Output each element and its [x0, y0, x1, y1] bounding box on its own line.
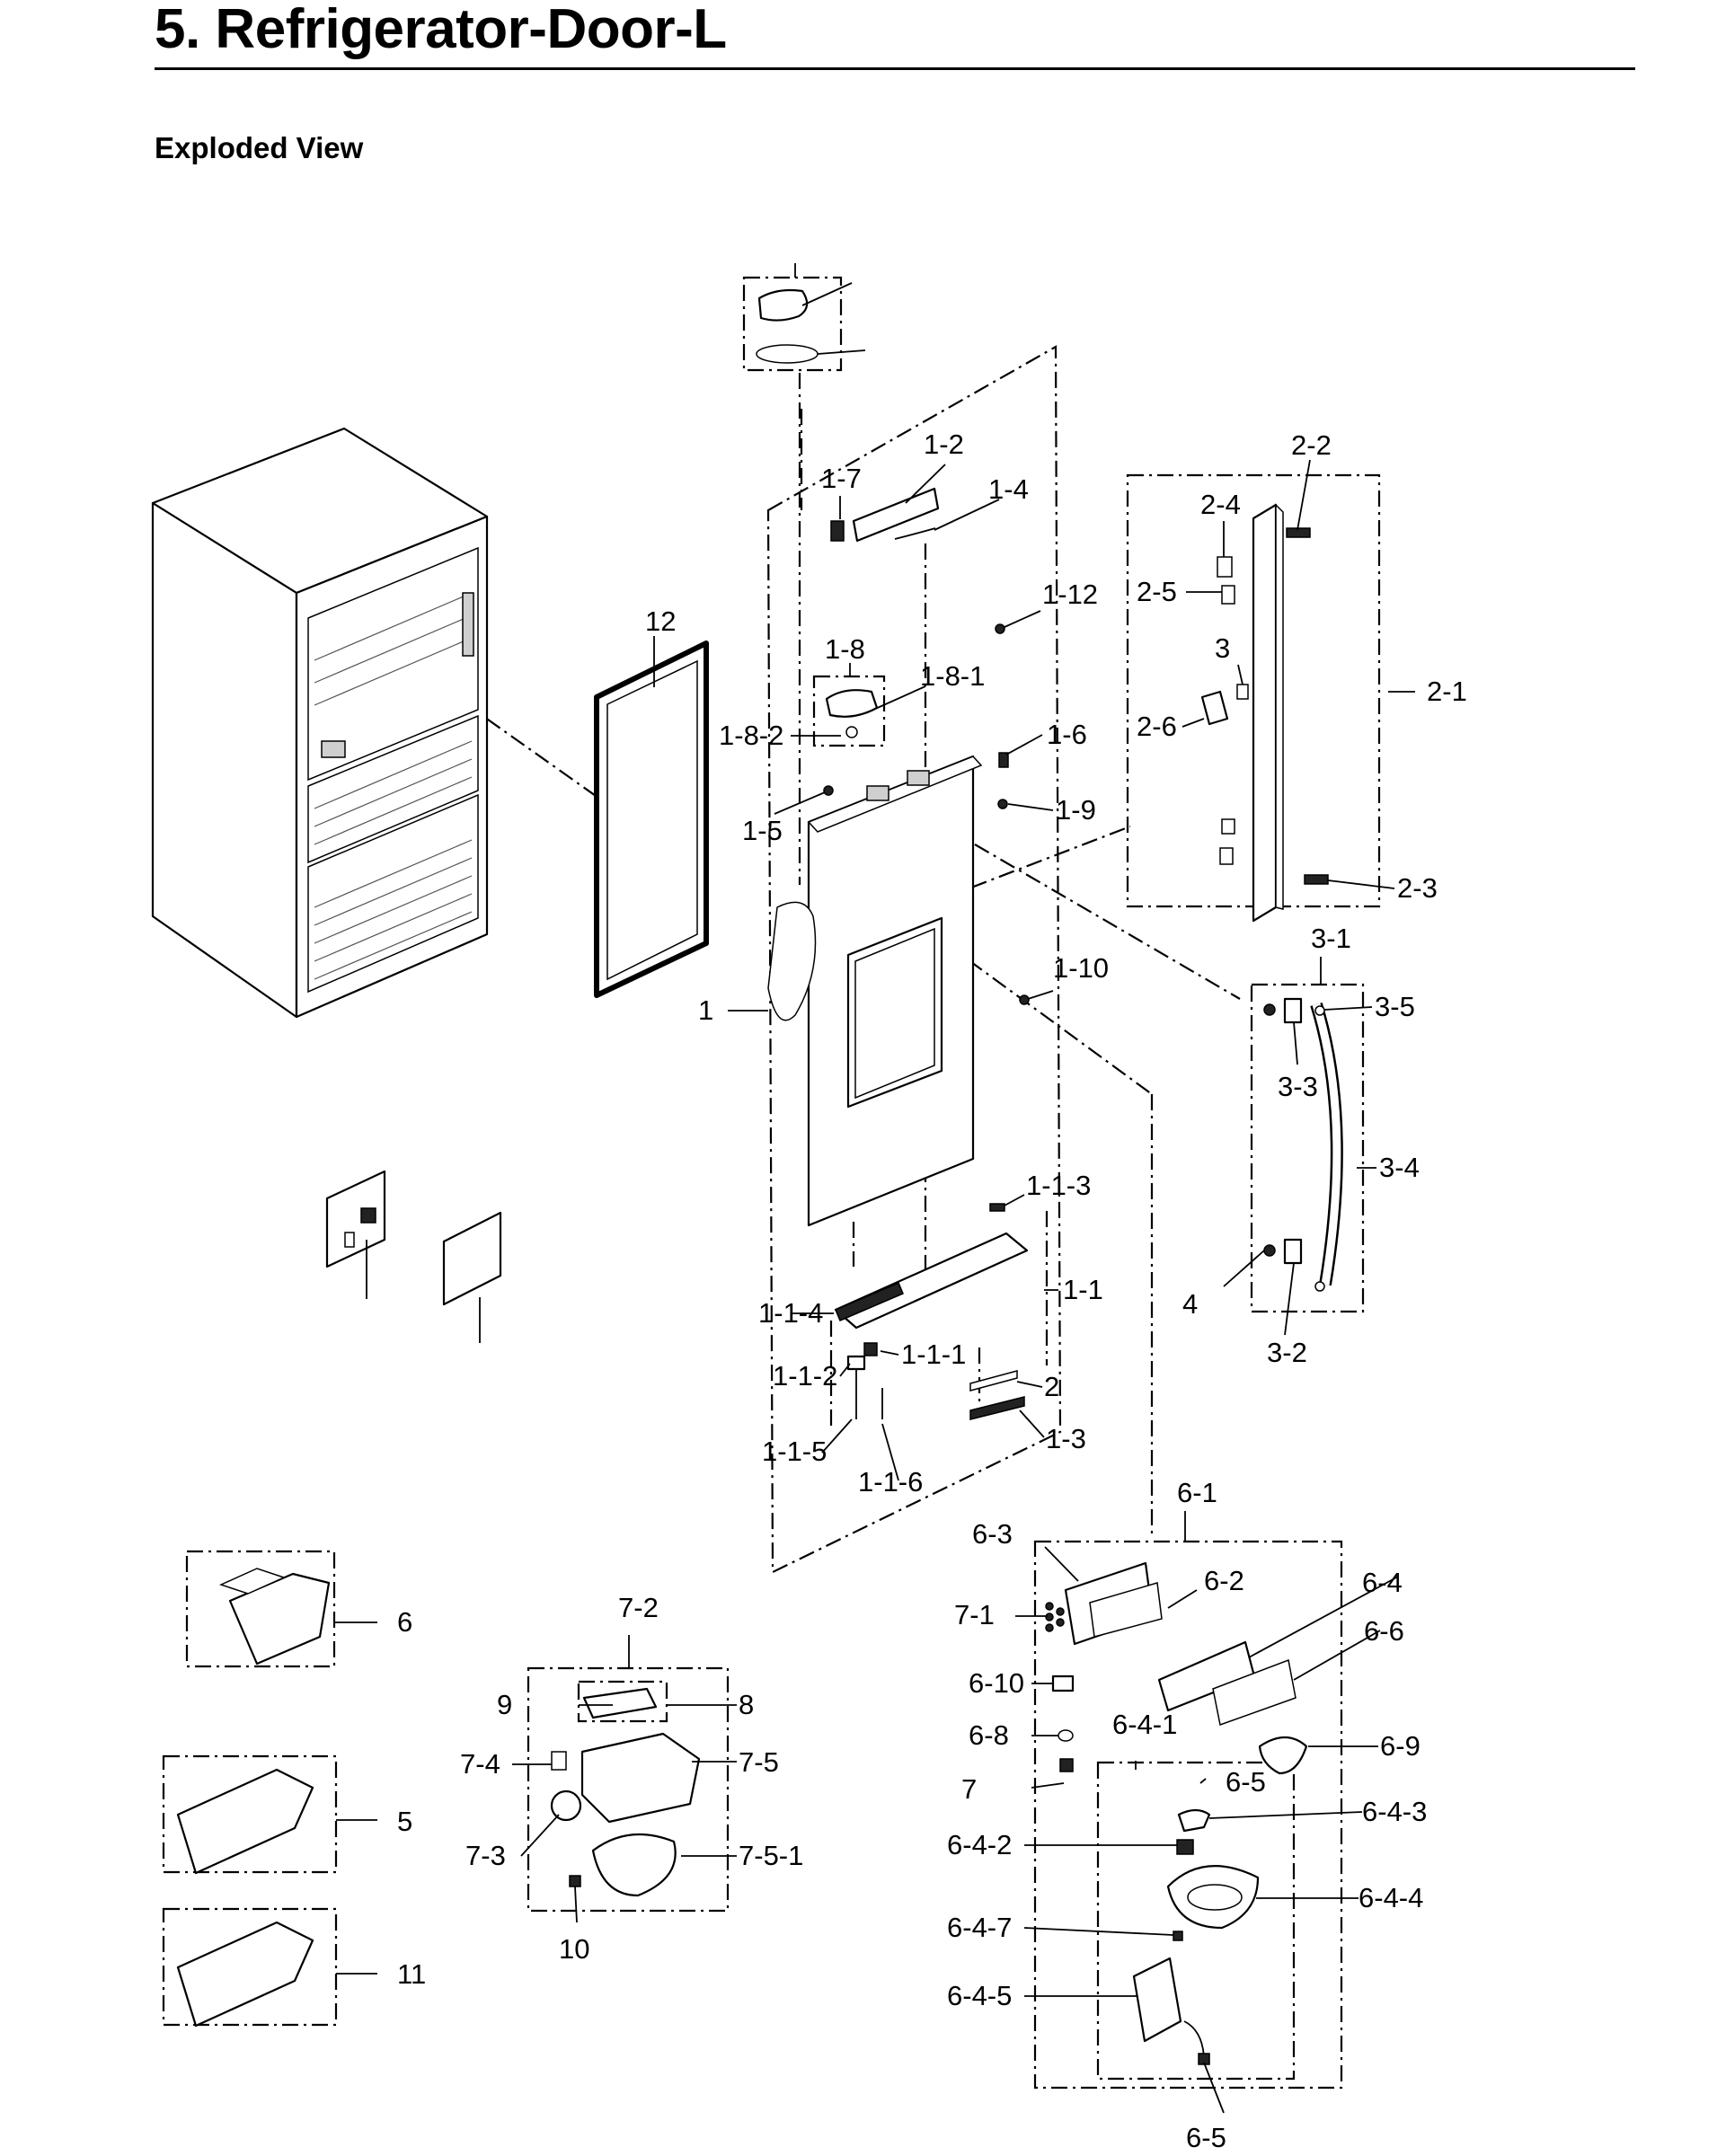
label-7-5: 8	[739, 1689, 754, 1720]
label-9: 12	[645, 605, 676, 637]
label-6-3: 6-4	[1362, 1567, 1403, 1598]
label-6-9: 7	[961, 1773, 977, 1805]
label-6-4-1: 6-4-2	[947, 1829, 1012, 1860]
label-1: 1	[698, 994, 713, 1026]
door-assembly	[767, 755, 983, 1227]
label-7-5-1: 9	[497, 1689, 512, 1720]
label-1-11: 1-12	[1042, 579, 1098, 610]
door-gasket	[594, 641, 709, 998]
label-1-7: 1-6	[1047, 719, 1087, 750]
part-labels: 12 1-2 1-7 1-4 1-12 1-8 1-8-1 1-8-2 1-8 …	[397, 429, 1467, 2153]
label-6-8: 6-10	[969, 1667, 1024, 1699]
label-1-1-5: 1-1-5	[762, 1436, 827, 1467]
label-7-6: 10	[559, 1933, 589, 1965]
label-3-1: 3-2	[1267, 1337, 1307, 1368]
label-1-1-4: 1-1-4	[758, 1297, 823, 1329]
label-6-1: 6-2	[1204, 1565, 1244, 1596]
label-7: 7-2	[618, 1592, 659, 1623]
screws	[823, 623, 1030, 1005]
label-5: 6	[397, 1606, 412, 1638]
door-bins	[176, 1568, 331, 2028]
label-7-3: 7-5	[739, 1746, 779, 1778]
label-1-3: 1-3	[1046, 1423, 1086, 1454]
label-6-4-4: 6-4-5	[947, 1980, 1012, 2011]
label-2-2: 2-3	[1397, 872, 1438, 904]
top-hinge-bracket	[852, 487, 940, 543]
label-6-2: 6-3	[972, 1518, 1013, 1550]
door-handle	[1263, 997, 1343, 1292]
page-title: 5. Refrigerator-Door-L	[155, 0, 727, 60]
label-1-10: 1-10	[1053, 952, 1109, 984]
label-4: 5	[397, 1806, 412, 1837]
hinge-wire	[894, 527, 936, 540]
ice-maker-assembly	[550, 1687, 701, 1897]
label-6-5: 6-6	[1364, 1615, 1404, 1647]
label-1-1: 1-1	[1063, 1274, 1103, 1305]
door-hinge	[825, 689, 879, 718]
label-3-3: 3-4	[1379, 1152, 1420, 1183]
dispenser-bar	[969, 1396, 1025, 1420]
label-2-5: 2-6	[1137, 711, 1177, 742]
dispenser-lever	[846, 1355, 866, 1419]
label-6-4-3: 6-4-4	[1359, 1882, 1423, 1913]
label-8: 11	[397, 1958, 426, 1990]
label-2-4: 2-5	[1137, 576, 1177, 607]
label-6-4: 6-4-1	[1112, 1709, 1177, 1740]
label-6-4-2: 6-4-3	[1362, 1796, 1427, 1827]
dispenser-electronics	[1045, 1561, 1308, 1775]
label-1-1-1: 1-1-1	[901, 1339, 966, 1370]
label-1-1-6: 1-1-6	[858, 1466, 923, 1498]
label-6: 6-1	[1177, 1477, 1217, 1508]
label-1-9: 1-9	[1056, 794, 1096, 826]
dispenser-trim	[969, 1370, 1018, 1392]
label-1-12: 2	[1044, 1371, 1059, 1402]
label-3-2: 3-3	[1278, 1071, 1318, 1102]
label-6-4-5: 6-4-7	[947, 1912, 1012, 1943]
door-handle-rail	[1200, 503, 1329, 923]
label-1-8: 1-8	[825, 633, 865, 665]
label-1-1-3: 1-1-3	[1026, 1170, 1091, 1201]
label-1-8-1: 1-8-1	[920, 660, 985, 692]
label-3-5: 4	[1182, 1288, 1198, 1320]
side-panel-parts	[325, 1170, 502, 1306]
ice-chute-assembly	[1132, 1808, 1260, 2065]
section-heading: Exploded View	[155, 131, 364, 164]
label-1-6: 1-7	[821, 463, 862, 494]
label-6-4-7-top: 6-5	[1226, 1766, 1266, 1798]
label-1-8-2: 1-8-2	[719, 720, 783, 751]
label-2-6: 3	[1215, 632, 1230, 664]
label-7-4: 7-5-1	[739, 1840, 803, 1871]
label-6-10: 7-1	[954, 1599, 995, 1630]
hinge-pin	[830, 520, 845, 542]
label-1-2: 1-2	[924, 429, 964, 460]
label-7-1: 7-3	[465, 1840, 506, 1871]
hinge-cap	[756, 288, 819, 364]
label-6-6: 6-8	[969, 1719, 1009, 1751]
dispenser-cover	[834, 1203, 1029, 1330]
label-6-4-7-bottom: 6-5	[1186, 2122, 1226, 2153]
dispenser-switch	[863, 1342, 878, 1356]
label-1-4: 1-4	[988, 473, 1029, 505]
label-1-1-2: 1-1-2	[773, 1360, 837, 1392]
label-7-2: 7-4	[460, 1748, 500, 1780]
label-6-7: 6-9	[1380, 1730, 1421, 1762]
leader-lines	[334, 263, 1415, 2114]
group-outlines	[162, 276, 1381, 2090]
hinge-washer	[845, 726, 858, 738]
label-3: 3-1	[1311, 923, 1351, 954]
label-2-1: 2-2	[1291, 429, 1332, 461]
label-3-4: 3-5	[1375, 991, 1415, 1022]
label-2-3: 2-4	[1200, 489, 1241, 520]
label-2: 2-1	[1427, 676, 1467, 707]
label-1-5: 1-5	[742, 815, 783, 846]
title-rule	[155, 67, 1635, 70]
refrigerator-cabinet	[151, 427, 489, 1019]
